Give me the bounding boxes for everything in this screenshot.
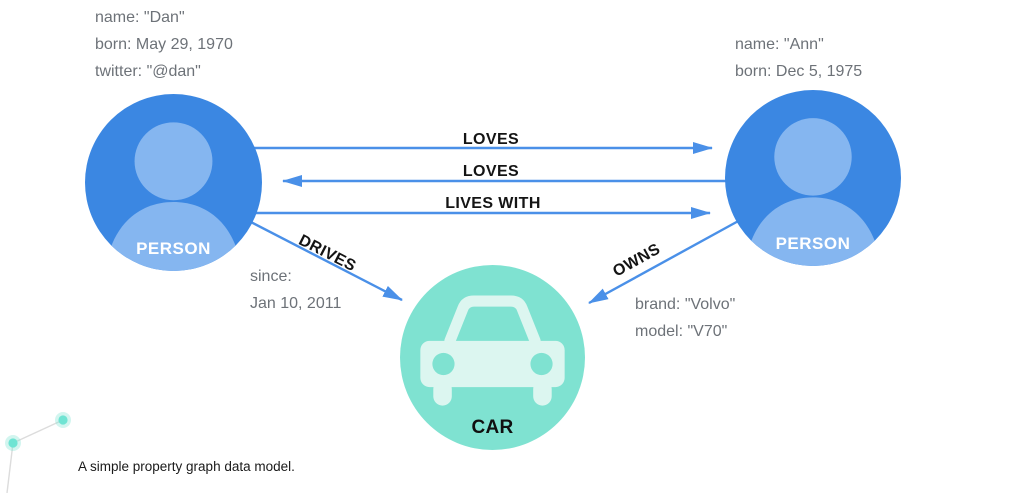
car-icon [420,295,565,406]
node-person-ann: PERSON [725,90,901,266]
property-line: brand: "Volvo" [635,296,736,313]
node-label-car: CAR [471,416,514,438]
property-line: born: Dec 5, 1975 [735,63,863,80]
arrow-drives [244,217,403,302]
dan-properties: name: "Dan" born: May 29, 1970 twitter: … [95,4,233,85]
node-car: CAR [400,265,585,450]
car-properties: brand: "Volvo" model: "V70" [635,291,735,345]
constellation-dot [8,438,18,448]
relationship-label-loves-ann-to-dan: LOVES [462,163,520,180]
property-line: born: May 29, 1970 [95,36,233,53]
node-label-person: PERSON [136,239,211,259]
relationship-label-loves-dan-to-ann: LOVES [462,131,520,148]
person-icon [108,122,239,271]
property-line: twitter: "@dan" [95,63,201,80]
property-line: name: "Dan" [95,9,185,26]
constellation-decoration [5,412,71,493]
property-line: since: [250,268,292,285]
property-line: Jan 10, 2011 [250,295,342,312]
drives-properties: since: Jan 10, 2011 [250,263,341,317]
property-line: model: "V70" [635,323,728,340]
node-label-person: PERSON [775,234,851,254]
arrow-owns [588,217,743,305]
caption: A simple property graph data model. [78,459,295,474]
node-person-dan: PERSON [85,94,262,271]
person-icon [748,118,878,266]
ann-properties: name: "Ann" born: Dec 5, 1975 [735,31,862,85]
property-line: name: "Ann" [735,36,824,53]
relationship-label-lives-with: LIVES WITH [445,195,541,212]
constellation-dot [58,415,68,425]
